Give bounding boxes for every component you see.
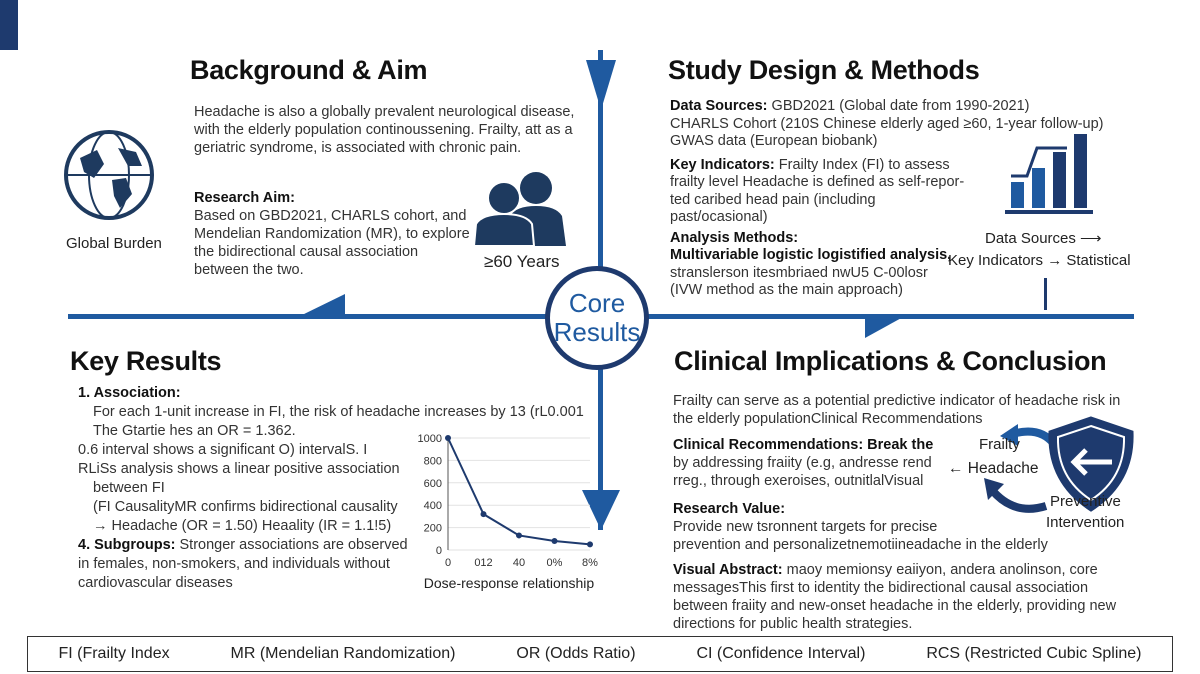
abbreviation-footer: FI (Frailty Index MR (Mendelian Randomiz… bbox=[27, 636, 1173, 672]
data-point bbox=[587, 541, 593, 548]
corner-marker bbox=[0, 0, 18, 50]
result-line: The Gtartie hes an OR = 1.362. bbox=[93, 423, 296, 439]
rec-line: rreg., through exeroises, outnitlalVisua… bbox=[673, 473, 924, 489]
y-tick-label: 600 bbox=[424, 478, 442, 490]
research-aim-label: Research Aim: bbox=[194, 190, 296, 206]
design-title: Study Design & Methods bbox=[668, 55, 980, 85]
globe-label: Global Burden bbox=[66, 235, 162, 252]
core-label: Core bbox=[568, 288, 626, 318]
result-line: (FI CausalityMR confirms bidirectional c… bbox=[93, 499, 398, 515]
value-line: prevention and personalizetnemotiineadac… bbox=[673, 537, 1048, 553]
value-label: Research Value: bbox=[673, 501, 786, 517]
indicators-text: Frailty Index (FI) to assess frailty lev… bbox=[670, 156, 965, 226]
arrow-left-upper bbox=[300, 294, 345, 316]
methods-label: Analysis Methods: bbox=[670, 229, 799, 246]
methods-bold: Multivariable logistic logistified analy… bbox=[670, 247, 952, 263]
result-line: RLiSs analysis shows a linear positive a… bbox=[78, 461, 400, 477]
cycle-arrow-bottom-icon bbox=[988, 487, 1048, 513]
research-aim-text: Based on GBD2021, CHARLS cohort, and Men… bbox=[194, 208, 470, 278]
clinical-title: Clinical Implications & Conclusion bbox=[674, 346, 1107, 376]
cycle-frailty: Frailty bbox=[979, 436, 1020, 453]
abstract-label: Visual Abstract: bbox=[673, 562, 783, 578]
visual-abstract: Visual Abstract: maoy memionsy eaiiyon, … bbox=[673, 561, 1123, 633]
abbrev-rcs: RCS (Restricted Cubic Spline) bbox=[926, 645, 1142, 662]
data-point bbox=[516, 532, 522, 539]
y-tick-label: 200 bbox=[424, 523, 442, 535]
abbrev-or: OR (Odds Ratio) bbox=[516, 645, 636, 662]
methods-line: stranslerson itesmbriaed nwU5 C-00losr bbox=[670, 264, 928, 281]
arrow-down-upper bbox=[586, 60, 616, 110]
value-line: Provide new tsronnent targets for precis… bbox=[673, 519, 938, 535]
cycle-diagram bbox=[984, 416, 1134, 513]
abstract-text: maoy memionsy eaiiyon, andera anolinson,… bbox=[673, 562, 1117, 632]
core-label: Results bbox=[553, 317, 641, 347]
dose-response-chart: 0 200 400 600 800 1000 0 012 40 0% 8% Dose-response… bbox=[418, 433, 599, 591]
core-results-circle: Core Results bbox=[545, 266, 649, 370]
y-tick-label: 800 bbox=[424, 455, 442, 467]
flow-label-2: Key Indicators → Statistical bbox=[948, 252, 1131, 269]
indicators-label: Key Indicators: bbox=[670, 156, 775, 173]
rec-line: by addressing fraiity (e.g, andresse ren… bbox=[673, 455, 932, 471]
series-line bbox=[447, 437, 591, 546]
y-tick-label: 0 bbox=[436, 545, 442, 557]
elderly-people-icon bbox=[472, 172, 566, 246]
source-line: CHARLS Cohort (210S Chinese elderly aged… bbox=[670, 115, 1104, 132]
source-line: GWAS data (European biobank) bbox=[670, 133, 878, 149]
arrow-right-lower bbox=[865, 316, 905, 338]
sources-label: Data Sources: bbox=[670, 98, 768, 114]
x-tick-label: 0% bbox=[547, 557, 563, 569]
arrow-down-lower bbox=[582, 490, 620, 530]
source-line: GBD2021 (Global date from 1990-2021) bbox=[771, 98, 1030, 114]
age-label: ≥60 Years bbox=[484, 252, 560, 271]
methods-line: (IVW method as the main approach) bbox=[670, 282, 903, 298]
result-line: 0.6 interval shows a significant O) inte… bbox=[78, 442, 368, 458]
abbrev-ci: CI (Confidence Interval) bbox=[696, 645, 866, 662]
x-tick-label: 40 bbox=[513, 557, 525, 569]
abbrev-fi: FI (Frailty Index bbox=[58, 645, 170, 662]
x-tick-label: 012 bbox=[474, 557, 492, 569]
clinical-rec: Clinical Recommendations: Break the by a… bbox=[673, 436, 1048, 554]
flow-connector bbox=[1044, 278, 1047, 310]
x-tick-label: 0 bbox=[445, 557, 451, 569]
background-title: Background & Aim bbox=[190, 55, 428, 85]
data-point bbox=[445, 435, 451, 441]
clinical-intro: Frailty can serve as a potential predict… bbox=[673, 393, 1121, 427]
results-text: 1. Association: For each 1-unit increase… bbox=[78, 384, 598, 593]
association-label: 1. Association: bbox=[78, 385, 181, 401]
y-tick-label: 400 bbox=[424, 500, 442, 512]
design-text: Data Sources: GBD2021 (Global date from … bbox=[670, 98, 1130, 300]
flow-label-1: Data Sources ⟶ bbox=[985, 230, 1102, 247]
subgroups-text: Stronger associations are observed in fe… bbox=[78, 537, 408, 591]
results-title: Key Results bbox=[70, 346, 222, 376]
bar-chart-icon bbox=[1005, 134, 1093, 214]
data-point bbox=[551, 538, 558, 545]
cycle-headache: ← Headache bbox=[948, 460, 1039, 477]
x-axis-label: Dose-response relationship bbox=[424, 575, 595, 591]
globe-icon bbox=[64, 130, 154, 220]
y-tick-label: 1000 bbox=[418, 433, 442, 445]
cycle-intervention: Intervention bbox=[1046, 514, 1125, 531]
rec-label: Clinical Recommendations: Break the bbox=[673, 437, 934, 453]
background-text: Headache is also a globally prevalent ne… bbox=[194, 104, 575, 156]
abbrev-mr: MR (Mendelian Randomization) bbox=[230, 645, 456, 662]
result-line: For each 1-unit increase in FI, the risk… bbox=[93, 404, 584, 420]
subgroups-label: 4. Subgroups: bbox=[78, 537, 176, 553]
result-line: → Headache (OR = 1.50) Heaality (IR = 1.… bbox=[93, 518, 392, 534]
result-line: between FI bbox=[93, 480, 165, 496]
cycle-preventive: Preventive bbox=[1050, 493, 1121, 510]
data-point bbox=[480, 511, 487, 518]
x-tick-label: 8% bbox=[582, 557, 598, 569]
